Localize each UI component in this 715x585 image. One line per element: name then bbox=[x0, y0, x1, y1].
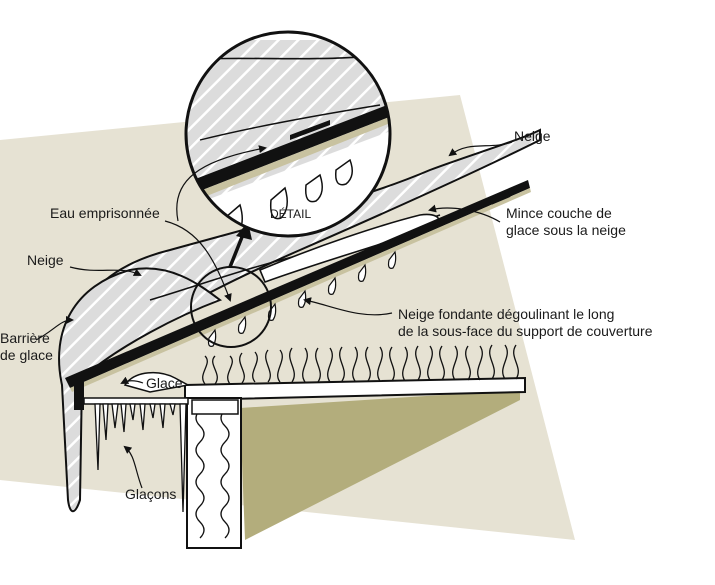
label-thin-ice-line1: Mince couche de bbox=[506, 205, 612, 221]
wall-insulation bbox=[195, 409, 230, 539]
icicles bbox=[94, 403, 187, 513]
label-thin-ice: Mince couche de glace sous la neige bbox=[506, 205, 626, 239]
label-melt-line1: Neige fondante dégoulinant le long bbox=[398, 306, 615, 322]
ceiling-joist bbox=[184, 376, 526, 402]
top-plate bbox=[191, 399, 239, 415]
label-thin-ice-line2: glace sous la neige bbox=[506, 222, 626, 238]
label-snow-top: Neige bbox=[514, 128, 551, 144]
attic-interior bbox=[240, 390, 520, 540]
leader-lines bbox=[35, 141, 513, 489]
detail-pointer-arrow bbox=[228, 231, 246, 268]
label-trapped-water: Eau emprisonnée bbox=[50, 205, 160, 221]
melt-drips bbox=[207, 250, 397, 347]
detail-content bbox=[186, 40, 390, 236]
roof-membrane bbox=[70, 188, 531, 392]
soffit-ice bbox=[123, 371, 191, 393]
soffit bbox=[83, 397, 189, 405]
label-icicles: Glaçons bbox=[125, 486, 177, 502]
ice-dam bbox=[58, 267, 223, 513]
label-ice-dam-line1: Barrière bbox=[0, 330, 50, 346]
wall-stud bbox=[186, 397, 242, 549]
label-snow-left: Neige bbox=[27, 252, 64, 268]
fascia bbox=[74, 380, 84, 410]
detail-circle-border bbox=[184, 30, 392, 238]
label-melt: Neige fondante dégoulinant le long de la… bbox=[398, 306, 653, 340]
attic-insulation bbox=[202, 344, 519, 385]
label-ice-dam-line2: de glace bbox=[0, 347, 53, 363]
label-ice: Glace bbox=[146, 375, 183, 391]
snow-mass bbox=[70, 128, 541, 381]
shingles bbox=[109, 191, 511, 368]
label-ice-dam: Barrière de glace bbox=[0, 330, 53, 364]
label-melt-line2: de la sous-face du support de couverture bbox=[398, 323, 653, 339]
label-detail: DÉTAIL bbox=[270, 207, 312, 221]
